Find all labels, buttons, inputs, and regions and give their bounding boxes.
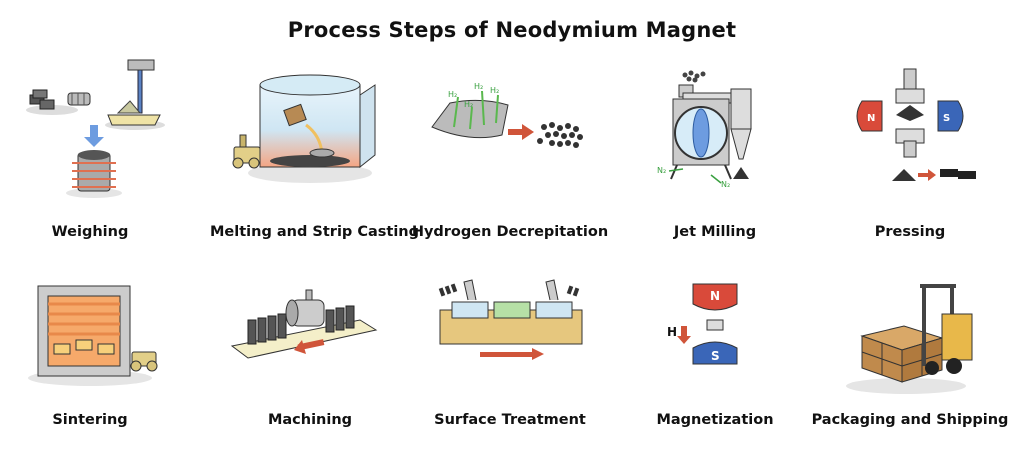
step-label: Melting and Strip Casting [210,224,420,240]
magnet-icon: N S H [667,283,738,365]
sintering-oven-icon [28,285,158,386]
h2-annotation: H₂ [448,90,457,99]
page-title: Process Steps of Neodymium Magnet [287,18,737,42]
jet-mill-icon: N₂ N₂ [657,70,752,189]
step-label: Packaging and Shipping [811,412,1009,428]
south-pole-label: S [943,113,950,124]
surface-treatment-icon [438,279,583,360]
machining-icon [230,289,378,359]
n2-annotation: N₂ [721,180,730,189]
south-pole-label: S [711,349,720,363]
weighing-icon [26,59,165,198]
furnace-icon [232,74,376,183]
step-label: Surface Treatment [434,412,586,428]
step-label: Jet Milling [673,224,757,240]
h2-annotation: H₂ [490,86,499,95]
step-label: Sintering [52,412,128,428]
north-pole-label: N [867,113,875,124]
forklift-icon [846,284,973,394]
hydrogen-icon: H₂ H₂ H₂ H₂ [431,82,583,148]
step-label: Pressing [874,224,946,240]
field-label: H [667,325,677,339]
h2-annotation: H₂ [474,82,483,91]
step-label: Hydrogen Decrepitation [411,224,609,240]
n2-annotation: N₂ [657,166,666,175]
h2-annotation: H₂ [464,100,473,109]
step-label: Machining [267,412,353,428]
step-label: Magnetization [656,412,774,428]
north-pole-label: N [710,289,720,303]
press-icon: N S [856,68,976,181]
step-label: Weighing [51,224,129,240]
